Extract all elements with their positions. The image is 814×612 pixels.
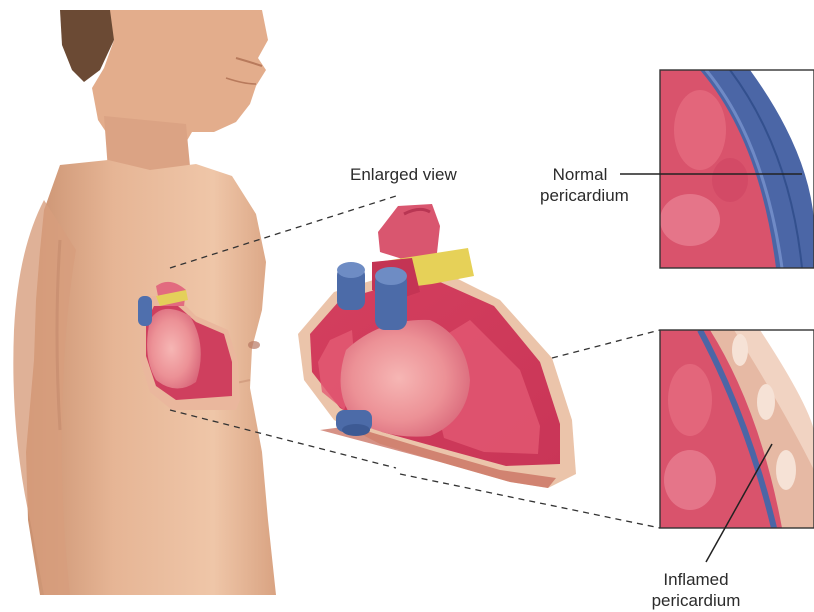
enlarged-view-label: Enlarged view bbox=[350, 164, 457, 185]
normal-pericardium-label-line1: Normal bbox=[540, 164, 620, 185]
normal-pericardium-detail bbox=[660, 70, 814, 268]
inflamed-pericardium-label-line2: pericardium bbox=[636, 590, 756, 611]
normal-pericardium-label-line2: pericardium bbox=[540, 185, 620, 206]
inflamed-pericardium-label-line1: Inflamed bbox=[636, 569, 756, 590]
inflamed-pericardium-detail bbox=[660, 330, 814, 528]
inflamed-pericardium-label: Inflamed pericardium bbox=[636, 569, 756, 611]
normal-pericardium-label: Normal pericardium bbox=[540, 164, 620, 206]
enlarged-heart bbox=[298, 204, 576, 488]
